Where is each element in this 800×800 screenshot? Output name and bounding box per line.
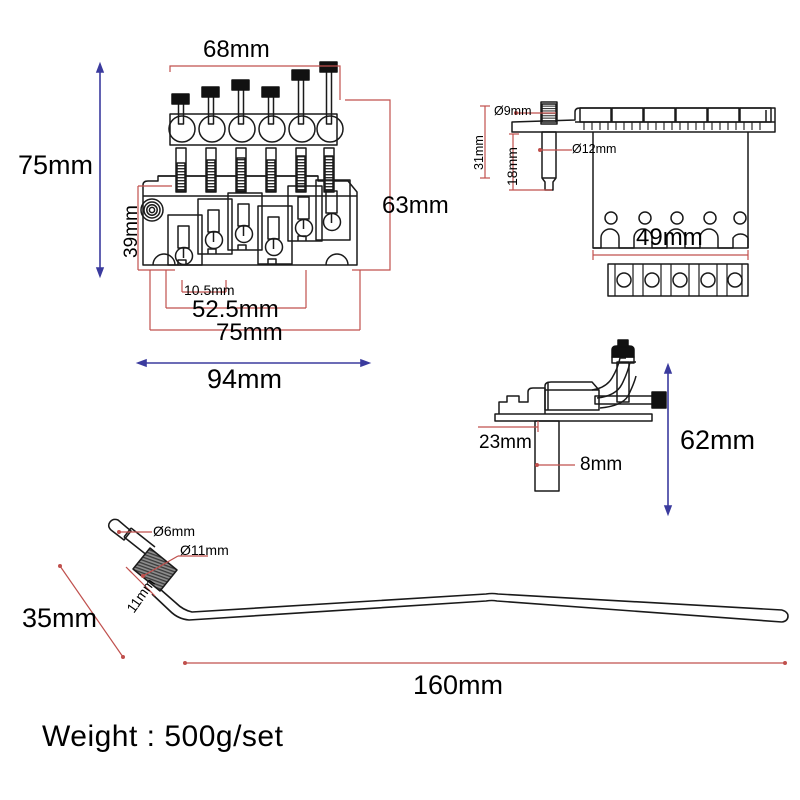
dim-label-62mm: 62mm [680, 425, 756, 455]
dim-label-35mm: 35mm [22, 603, 98, 633]
dim-label-dia-11mm: Ø11mm [180, 542, 229, 558]
dim-label-49mm: 49mm [636, 224, 703, 251]
dim-label-94mm: 94mm [207, 364, 283, 394]
dim-label-10-5mm: 10.5mm [184, 282, 235, 298]
dim-label-31mm: 31mm [472, 135, 486, 170]
dim-label-75mm-left: 75mm [18, 150, 94, 180]
dim-label-160mm: 160mm [413, 670, 504, 700]
dim-label-dia-12mm: Ø12mm [572, 142, 617, 156]
dim-label-68mm: 68mm [203, 36, 270, 63]
dim-label-75mm-bottom: 75mm [216, 319, 283, 346]
dim-label-dia-9mm: Ø9mm [494, 104, 532, 118]
dim-label-8mm: 8mm [580, 454, 623, 475]
dim-label-18mm: 18mm [504, 147, 520, 186]
dim-label-23mm: 23mm [479, 432, 532, 453]
dim-label-52-5mm: 52.5mm [192, 296, 279, 323]
dim-label-dia-6mm: Ø6mm [153, 523, 195, 539]
dim-label-39mm: 39mm [121, 205, 142, 258]
weight-label: Weight : 500g/set [42, 720, 284, 753]
dim-label-63mm: 63mm [382, 192, 449, 219]
